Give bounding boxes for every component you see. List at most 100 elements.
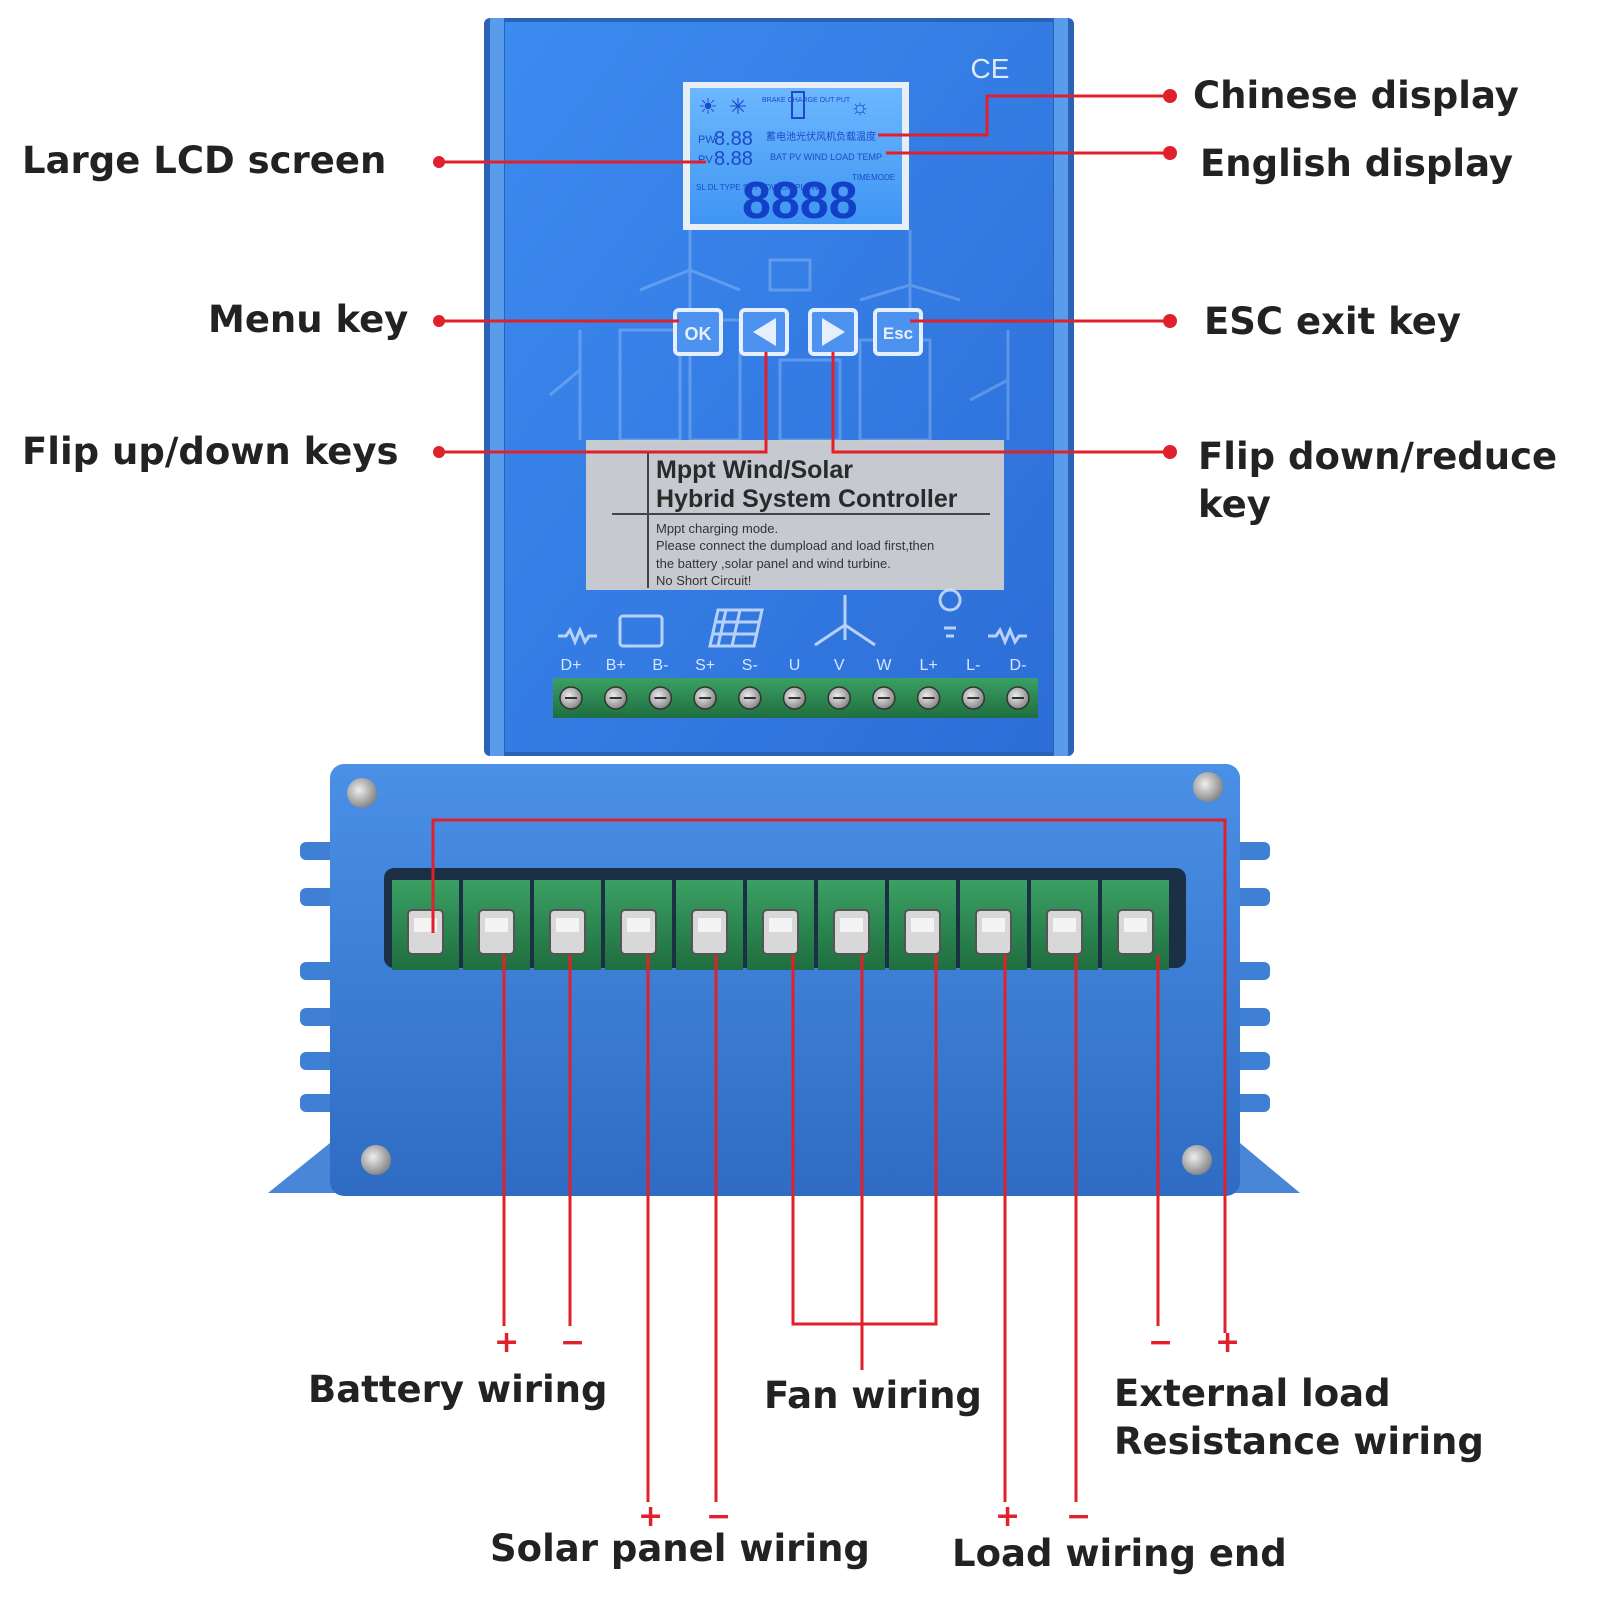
- label-note: Mppt charging mode.: [656, 521, 778, 536]
- right-cooling-fin: [1234, 888, 1270, 906]
- lamp-icon: [938, 588, 962, 638]
- left-cooling-fin: [300, 842, 336, 860]
- lcd-pv-label: PV: [698, 154, 713, 166]
- screw-highlight: [769, 918, 792, 932]
- side-terminals: [392, 880, 1169, 970]
- terminal-label: L-: [966, 657, 980, 674]
- terminal-label: S-: [742, 657, 758, 674]
- solar-minus-mark: −: [706, 1499, 732, 1534]
- screw-highlight: [982, 918, 1005, 932]
- right-arrow-icon: [822, 318, 845, 346]
- screw-highlight: [556, 918, 579, 932]
- lcd-english-row: BAT PV WIND LOAD TEMP: [770, 152, 882, 162]
- left-cooling-fin: [300, 1008, 336, 1026]
- screw-highlight: [840, 918, 863, 932]
- terminal-icons: [558, 588, 1027, 648]
- battery-minus-mark: −: [560, 1325, 586, 1360]
- english-display-callout: English display: [1200, 142, 1514, 185]
- resistor-icon: [558, 626, 597, 646]
- side-unit: [268, 764, 1300, 1196]
- esc-exit-callout: ESC exit key: [1204, 300, 1461, 343]
- wind-icon: ✳: [729, 94, 747, 119]
- label-title-line1: Mppt Wind/Solar: [656, 456, 853, 484]
- bulb-icon: ☼: [850, 94, 870, 119]
- fan-wiring-callout: Fan wiring: [764, 1374, 982, 1417]
- terminal-label: B-: [652, 657, 668, 674]
- battery-plus-mark: +: [494, 1325, 520, 1360]
- solar-wiring-callout: Solar panel wiring: [490, 1527, 870, 1570]
- lcd-display: [690, 88, 902, 224]
- lcd-left-labels: SL DL TYPE SET LOW ON PLOW: [696, 183, 819, 192]
- chinese-display-callout: Chinese display: [1193, 74, 1519, 117]
- lcd-screen: ☀ ✳ ☼ BRAKE CHARGE OUT PUT PW 8.88 蓄电池光伏…: [683, 82, 909, 230]
- battery-terminal-icon: [618, 614, 664, 648]
- flip-up-down-callout: Flip up/down keys: [22, 430, 399, 473]
- corner-screw: [347, 778, 377, 808]
- corner-screw: [361, 1145, 391, 1175]
- screw-highlight: [911, 918, 934, 932]
- external-load-callout: External load Resistance wiring: [1114, 1372, 1484, 1463]
- flip-up-down-leader: [441, 352, 768, 454]
- left-cooling-fin: [300, 962, 336, 980]
- lcd-pv-value: 8.88: [714, 148, 753, 170]
- callout-dots: [433, 89, 1177, 459]
- left-arrow-key[interactable]: [739, 308, 789, 356]
- load-minus-mark: −: [1066, 1499, 1092, 1534]
- label-title-line2: Hybrid System Controller: [656, 485, 958, 513]
- ok-key[interactable]: OK: [673, 308, 723, 356]
- screw-highlight: [414, 918, 437, 932]
- right-cooling-fin: [1234, 1094, 1270, 1112]
- corner-screw: [1182, 1145, 1212, 1175]
- front-screws: [559, 686, 1030, 710]
- ce-mark: CE: [971, 53, 1010, 84]
- large-lcd-callout: Large LCD screen: [22, 139, 387, 182]
- screw-highlight: [698, 918, 721, 932]
- left-cooling-fin: [300, 1052, 336, 1070]
- label-note: Please connect the dumpload and load fir…: [656, 538, 934, 553]
- screw-highlight: [1124, 918, 1147, 932]
- load-plus-mark: +: [995, 1499, 1021, 1534]
- label-note: the battery ,solar panel and wind turbin…: [656, 556, 891, 571]
- right-arrow-key[interactable]: [808, 308, 858, 356]
- solar-plus-mark: +: [638, 1499, 664, 1534]
- flip-down-reduce-callout: Flip down/reduce key: [1198, 435, 1558, 526]
- wind-turbine-icon: [814, 595, 876, 647]
- sun-icon: ☀: [698, 94, 718, 119]
- lcd-top-text: BRAKE CHARGE OUT PUT: [762, 97, 851, 104]
- callout-lines: [431, 94, 1227, 1502]
- front-unit: CE ☀ ✳ ☼ BRAKE CHARGE OUT PUT PW 8.88 蓄电…: [484, 18, 1074, 756]
- lcd-big-digits: 8888: [742, 172, 858, 230]
- screw-highlight: [627, 918, 650, 932]
- terminal-label: U: [789, 657, 801, 674]
- right-fin: [1054, 18, 1068, 756]
- product-label: Mppt Wind/Solar Hybrid System Controller…: [586, 440, 1004, 590]
- corner-screw: [1193, 772, 1223, 802]
- external-load-plus-leader: [431, 818, 1227, 1333]
- screw-highlight: [485, 918, 508, 932]
- screw-highlight: [1053, 918, 1076, 932]
- load-wiring-callout: Load wiring end: [952, 1532, 1287, 1575]
- ok-key-label: OK: [685, 324, 712, 344]
- keypad: OK Esc: [673, 308, 923, 356]
- label-note: No Short Circuit!: [656, 573, 751, 588]
- chinese-display-leader: [878, 94, 1167, 137]
- terminal-label: W: [876, 657, 892, 674]
- right-cooling-fin: [1234, 1008, 1270, 1026]
- lcd-pw-value: 8.88: [714, 128, 753, 150]
- terminal-label: D+: [561, 657, 582, 674]
- lcd-pw-label: PW: [698, 134, 716, 146]
- external-load-minus-mark: −: [1148, 1325, 1174, 1360]
- left-cooling-fin: [300, 888, 336, 906]
- esc-key[interactable]: Esc: [873, 308, 923, 356]
- left-arrow-icon: [753, 318, 776, 346]
- flip-down-reduce-leader: [831, 352, 1167, 454]
- battery-icon: [791, 91, 805, 119]
- left-fin: [490, 18, 504, 756]
- battery-wiring-callout: Battery wiring: [308, 1368, 608, 1411]
- resistor-icon: [988, 626, 1027, 646]
- external-load-plus-mark: +: [1215, 1325, 1241, 1360]
- terminal-label: S+: [695, 657, 715, 674]
- right-cooling-fin: [1234, 842, 1270, 860]
